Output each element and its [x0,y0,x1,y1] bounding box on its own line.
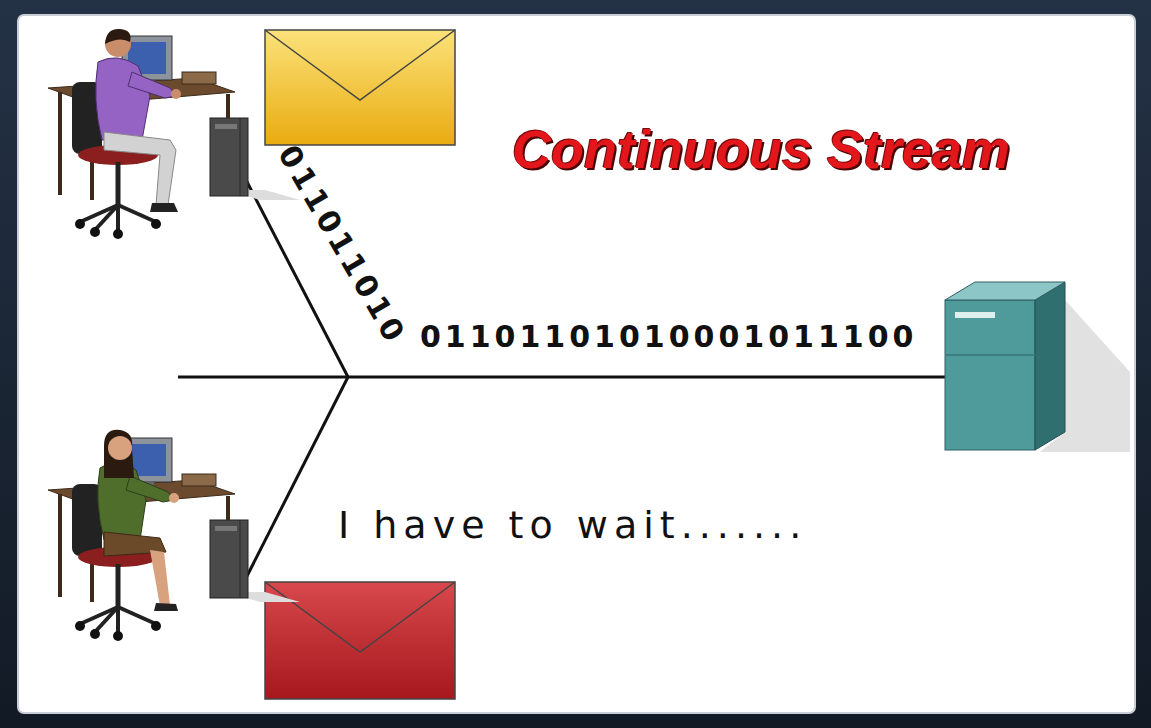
workstation-woman [48,430,300,641]
panel [18,15,1135,713]
bit-stream: 011011010 [273,141,411,350]
yellow-envelope [265,30,455,145]
network-wire [178,178,945,580]
workstation-man [48,29,300,239]
bit-stream: 01101101010001011100 [420,322,917,352]
stream-title: Continuous Stream [512,122,1010,176]
server [945,282,1130,452]
wait-note: I have to wait....... [338,506,807,544]
red-envelope [265,582,455,699]
